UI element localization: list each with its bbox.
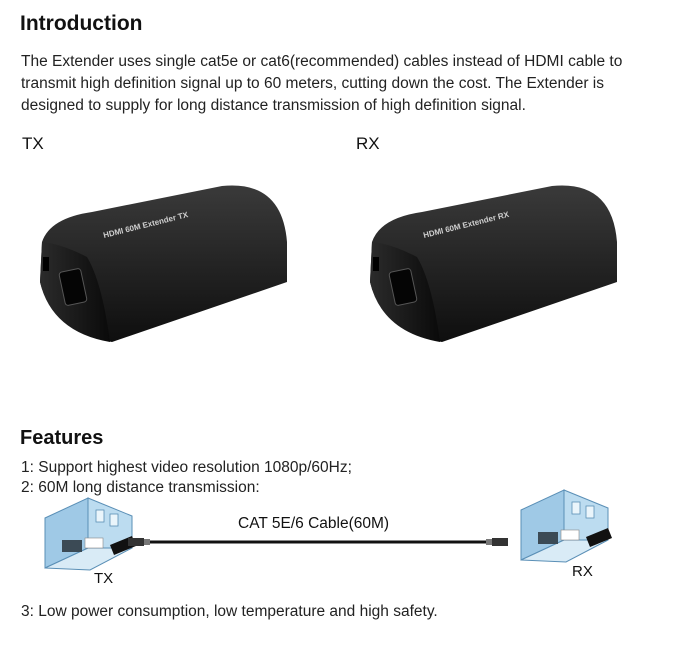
feature-item-2: 2: 60M long distance transmission: <box>21 479 260 496</box>
section-title-introduction: Introduction <box>20 12 143 35</box>
intro-paragraph: The Extender uses single cat5e or cat6(r… <box>21 53 623 114</box>
section-title-features: Features <box>20 427 104 449</box>
diagram-tx-label: TX <box>94 570 114 587</box>
cable-label: CAT 5E/6 Cable(60M) <box>238 515 390 532</box>
rx-device-image: HDMI 60M Extender RX <box>370 185 617 342</box>
tx-label: TX <box>22 134 44 153</box>
tx-device-image: HDMI 60M Extender TX <box>40 185 287 342</box>
rx-label: RX <box>356 134 380 153</box>
feature-item-3: 3: Low power consumption, low temperatur… <box>21 603 438 620</box>
feature-item-1: 1: Support highest video resolution 1080… <box>21 459 352 476</box>
rx-room-illustration <box>520 489 612 563</box>
diagram-rx-label: RX <box>572 563 593 580</box>
cable-diagram <box>128 538 508 546</box>
